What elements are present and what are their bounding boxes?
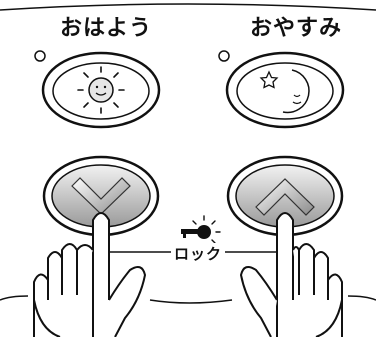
chevron-up-icon: [255, 178, 315, 216]
star-icon: [259, 70, 279, 89]
morning-indicator-led: [34, 50, 46, 62]
sun-icon: [77, 66, 125, 114]
night-indicator-led: [218, 50, 230, 62]
night-button-label: おやすみ: [250, 16, 343, 41]
lock-label: ロック: [171, 243, 226, 264]
panel-bottom-edge-left: [0, 295, 29, 301]
right-hand-illustration: [240, 212, 343, 337]
panel-bottom-edge-right: [347, 295, 376, 301]
night-button[interactable]: [225, 51, 345, 129]
left-hand-illustration: [33, 212, 146, 337]
key-lock-icon: [181, 215, 221, 244]
morning-button[interactable]: [41, 51, 161, 129]
panel-bottom-edge-center: [149, 299, 233, 304]
morning-button-label: おはよう: [60, 16, 153, 41]
moon-icon: [282, 69, 310, 114]
panel-top-edge: [0, 3, 376, 11]
